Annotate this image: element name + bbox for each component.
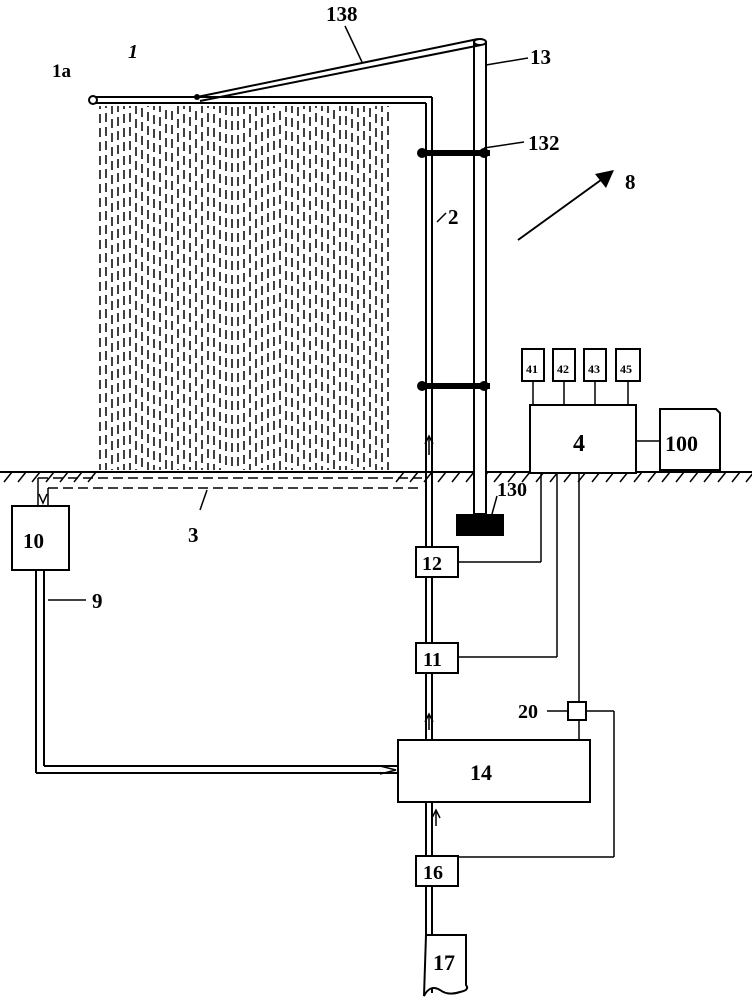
- support-pole: [474, 39, 486, 514]
- label-1: 1: [128, 41, 138, 63]
- collection-trough: [38, 478, 422, 506]
- label-11: 11: [423, 649, 442, 671]
- ground-hatch-mark: [704, 472, 712, 482]
- ground-hatch-mark: [88, 472, 96, 482]
- ground-hatch-mark: [46, 472, 54, 482]
- ground-hatch-mark: [60, 472, 68, 482]
- label-138: 138: [326, 2, 358, 26]
- wind-direction-arrow-icon: [518, 170, 614, 240]
- water-curtain: [100, 106, 388, 470]
- label-41: 41: [526, 362, 538, 376]
- ground-hatch-mark: [746, 472, 752, 482]
- ground-hatch-mark: [466, 472, 474, 482]
- spray-pipe: [89, 94, 432, 104]
- label-1a: 1a: [52, 61, 72, 82]
- label-14: 14: [470, 760, 492, 785]
- ground-hatch-mark: [410, 472, 418, 482]
- label-16: 16: [423, 862, 443, 884]
- label-132: 132: [528, 131, 560, 155]
- label-130: 130: [497, 479, 527, 501]
- label-2: 2: [448, 205, 459, 229]
- label-42: 42: [557, 362, 569, 376]
- leader-lines: [48, 26, 568, 711]
- return-pipe: [36, 570, 398, 774]
- label-8: 8: [625, 170, 636, 194]
- label-4: 4: [573, 431, 585, 457]
- ground-hatch-mark: [18, 472, 26, 482]
- label-45: 45: [620, 362, 632, 376]
- label-12: 12: [422, 553, 442, 575]
- ground-hatch-mark: [662, 472, 670, 482]
- label-43: 43: [588, 362, 600, 376]
- label-100: 100: [665, 431, 698, 456]
- label-13: 13: [530, 45, 551, 69]
- ground-hatch-mark: [438, 472, 446, 482]
- label-17: 17: [433, 950, 455, 975]
- ballast-block: [456, 514, 504, 536]
- label-20: 20: [518, 701, 538, 723]
- ground-hatch-mark: [676, 472, 684, 482]
- ground-hatch-mark: [4, 472, 12, 482]
- label-3: 3: [188, 523, 199, 547]
- ground-hatch-mark: [690, 472, 698, 482]
- ground-hatch-mark: [648, 472, 656, 482]
- sensor-array: [522, 349, 640, 405]
- ground-hatch-mark: [396, 472, 404, 482]
- sensor-20: [568, 702, 586, 720]
- label-9: 9: [92, 589, 103, 613]
- ground-hatch-mark: [718, 472, 726, 482]
- ground-hatch-mark: [732, 472, 740, 482]
- ground-hatch-mark: [74, 472, 82, 482]
- guy-cable: [197, 39, 481, 101]
- ground-hatch-mark: [32, 472, 40, 482]
- label-10: 10: [23, 529, 44, 553]
- ground-line: [0, 472, 752, 482]
- ground-hatch-mark: [452, 472, 460, 482]
- water-tank: [398, 740, 590, 802]
